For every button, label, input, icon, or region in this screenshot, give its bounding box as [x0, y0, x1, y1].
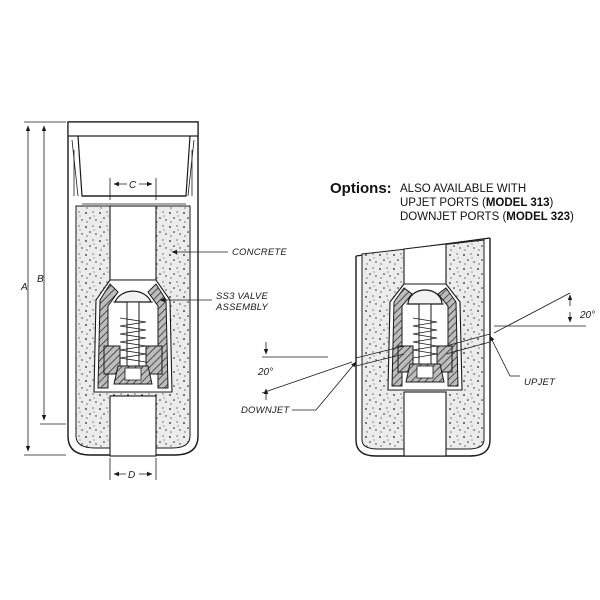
options-note: Options: ALSO AVAILABLE WITH UPJET PORTS…: [330, 180, 574, 223]
valve-label-line2: ASSEMBLY: [215, 302, 268, 313]
options-line3: DOWNJET PORTS (MODEL 323): [400, 211, 574, 223]
options-heading: Options:: [330, 180, 392, 197]
seat-right: [145, 345, 163, 375]
callout-downjet: DOWNJET: [241, 361, 357, 416]
valve-spring: [119, 317, 147, 363]
options-line1: ALSO AVAILABLE WITH: [400, 183, 526, 195]
dimension-a: A: [20, 121, 66, 456]
dim-d-label: D: [128, 470, 135, 481]
thread-lines: [71, 139, 195, 197]
main-nozzle-section: [67, 121, 199, 457]
valve-label-line1: SS3 VALVE: [216, 291, 268, 302]
dimension-c: C: [109, 178, 157, 200]
dim-c-label: C: [129, 180, 137, 191]
upjet-angle: 20°: [493, 292, 595, 334]
option-lower-bore: [403, 391, 447, 457]
option-valve-spring: [412, 317, 438, 359]
seat-left: [103, 345, 121, 375]
downjet-angle: 20°: [257, 342, 353, 400]
callout-concrete: CONCRETE: [171, 247, 287, 258]
downjet-angle-label: 20°: [257, 367, 273, 378]
option-valve-ball: [407, 289, 443, 305]
upjet-label: UPJET: [524, 377, 556, 388]
upper-bore: [109, 205, 157, 281]
dimension-b: B: [37, 125, 66, 425]
downjet-label: DOWNJET: [241, 405, 290, 416]
threaded-collar: [67, 121, 199, 137]
lower-bore: [109, 395, 157, 457]
callout-upjet: UPJET: [489, 335, 556, 388]
dimension-d: D: [109, 458, 157, 481]
options-line2: UPJET PORTS (MODEL 313): [400, 197, 554, 209]
option-upper-bore: [403, 243, 447, 285]
callout-valve-assembly: SS3 VALVE ASSEMBLY: [159, 291, 268, 313]
valve-ball: [114, 290, 152, 303]
concrete-label: CONCRETE: [232, 247, 287, 258]
valve-housing-left: [97, 283, 119, 389]
dim-b-label: B: [37, 274, 44, 285]
upjet-angle-label: 20°: [579, 310, 595, 321]
dim-a-label: A: [20, 282, 28, 293]
option-nozzle-section: [355, 237, 491, 457]
